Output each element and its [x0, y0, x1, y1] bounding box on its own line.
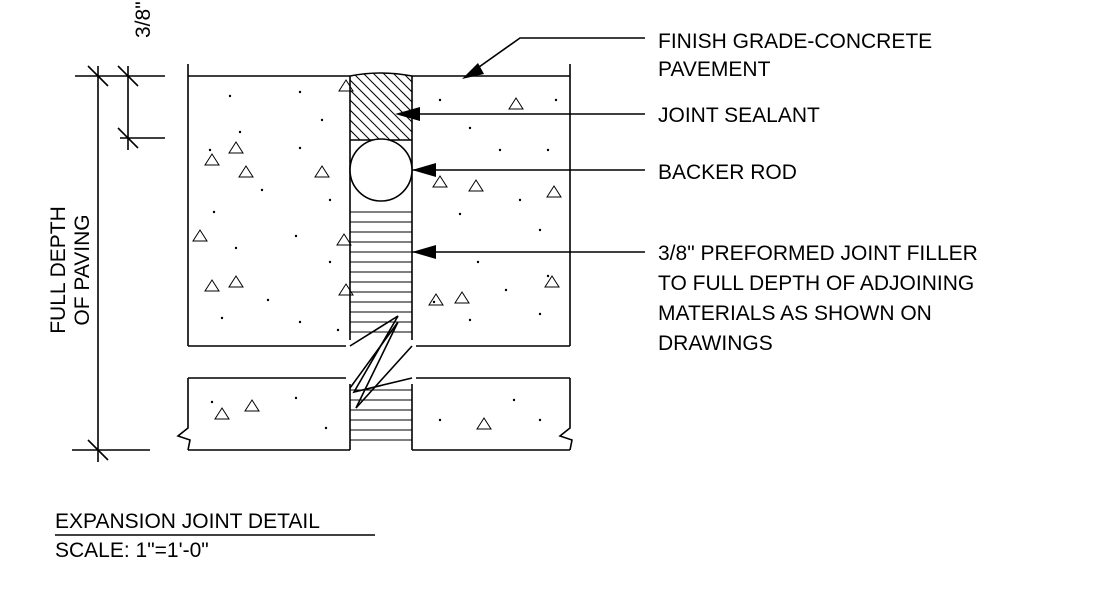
joint-sealant-hatch	[350, 73, 412, 140]
callout-joint-filler-line3: MATERIALS AS SHOWN ON	[658, 302, 932, 325]
leader-lines	[395, 37, 645, 259]
break-line	[346, 315, 416, 409]
callout-finish-grade: FINISH GRADE-CONCRETE PAVEMENT	[658, 30, 938, 81]
dimension-sealant-depth: 3/8"	[132, 1, 155, 38]
callout-joint-filler-line2: TO FULL DEPTH OF ADJOINING	[658, 272, 974, 295]
callout-joint-sealant-line1: JOINT SEALANT	[658, 104, 820, 127]
dimension-lines	[72, 65, 165, 462]
callout-finish-grade-line2: PAVEMENT	[658, 58, 771, 81]
callout-joint-filler-line4: DRAWINGS	[658, 332, 773, 355]
callout-finish-grade-line1: FINISH GRADE-CONCRETE	[658, 30, 932, 53]
backer-rod	[349, 138, 413, 202]
callout-backer-rod-line1: BACKER ROD	[658, 161, 797, 184]
callout-joint-sealant: JOINT SEALANT	[658, 104, 820, 127]
lower-concrete-slab	[176, 377, 573, 451]
callout-joint-filler: 3/8" PREFORMED JOINT FILLER TO FULL DEPT…	[658, 242, 984, 355]
dimension-full-depth-line1: FULL DEPTH	[47, 206, 70, 334]
detail-scale: SCALE: 1"=1'-0"	[55, 539, 209, 562]
detail-title: EXPANSION JOINT DETAIL	[55, 510, 320, 533]
concrete-stipple	[192, 79, 562, 430]
upper-concrete-slab	[187, 64, 571, 347]
dimension-full-depth-line2: OF PAVING	[71, 214, 94, 325]
callout-joint-filler-line1: 3/8" PREFORMED JOINT FILLER	[658, 242, 978, 265]
callout-backer-rod: BACKER ROD	[658, 161, 797, 184]
